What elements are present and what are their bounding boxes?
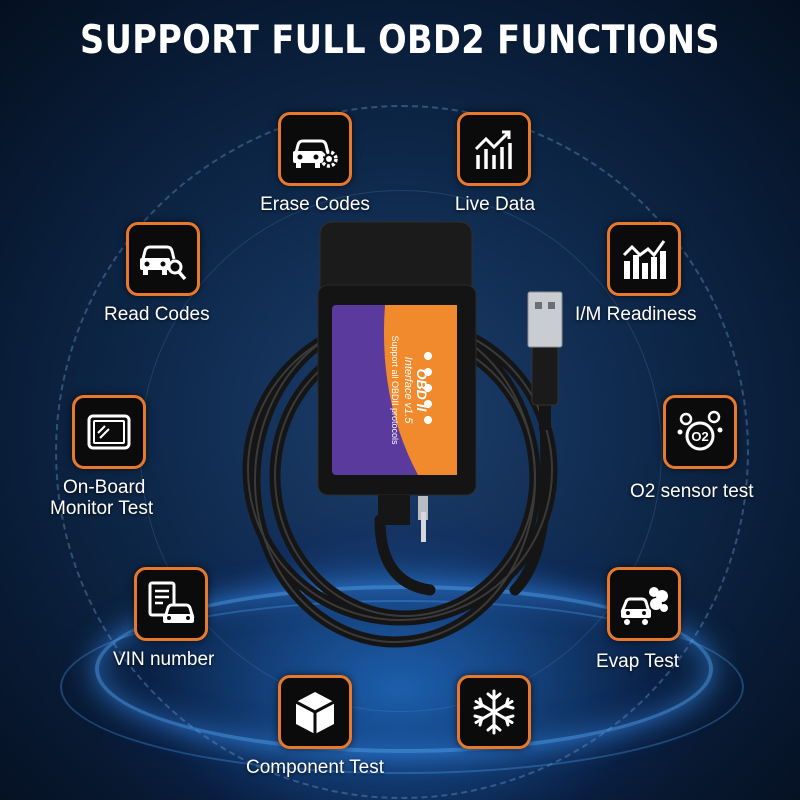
erase-codes-label: Erase Codes xyxy=(260,194,370,215)
headline: SUPPORT FULL OBD2 FUNCTIONS xyxy=(79,18,720,63)
readiness-chart-icon xyxy=(622,240,666,279)
monitor-icon xyxy=(87,414,131,450)
o2-sensor-icon-box: O2 xyxy=(663,395,737,469)
read-codes-icon-box xyxy=(126,222,200,296)
device-model-label: Interface v1.5 xyxy=(402,356,414,424)
car-gear-icon xyxy=(293,139,338,168)
live-data-label: Live Data xyxy=(454,194,536,215)
component-test-icon-box xyxy=(278,675,352,749)
o2-sensor-label: O2 sensor test xyxy=(630,481,754,502)
onboard-monitor-label: On-Board Monitor Test xyxy=(35,477,185,519)
onboard-monitor-icon-box xyxy=(72,395,146,469)
snowflake-icon xyxy=(473,689,515,735)
o2-bubbles-icon: O2 xyxy=(677,410,723,451)
cube-icon xyxy=(295,692,335,734)
bar-chart-up-icon xyxy=(474,130,512,169)
onboard-monitor-label-line1: On-Board xyxy=(63,477,146,498)
live-data-icon-box xyxy=(457,112,531,186)
document-car-icon xyxy=(148,581,195,623)
erase-codes-icon-box xyxy=(278,112,352,186)
climate-icon-box xyxy=(457,675,531,749)
read-codes-label: Read Codes xyxy=(104,304,210,325)
component-test-label: Component Test xyxy=(245,757,385,778)
evap-test-label: Evap Test xyxy=(596,651,680,672)
vin-number-label: VIN number xyxy=(113,649,215,670)
onboard-monitor-label-line2: Monitor Test xyxy=(50,498,154,519)
device-label: OBD II Interface v1.5 Support all OBDII … xyxy=(380,300,430,480)
device-brand-label: OBD II xyxy=(414,368,430,412)
im-readiness-label: I/M Readiness xyxy=(575,304,697,325)
device-protocol-label: Support all OBDII protocols xyxy=(390,335,400,445)
evap-test-icon-box xyxy=(607,567,681,641)
car-exhaust-icon xyxy=(620,587,668,625)
car-magnifier-icon xyxy=(140,245,187,281)
im-readiness-icon-box xyxy=(607,222,681,296)
svg-text:O2: O2 xyxy=(691,429,708,444)
vin-number-icon-box xyxy=(134,567,208,641)
